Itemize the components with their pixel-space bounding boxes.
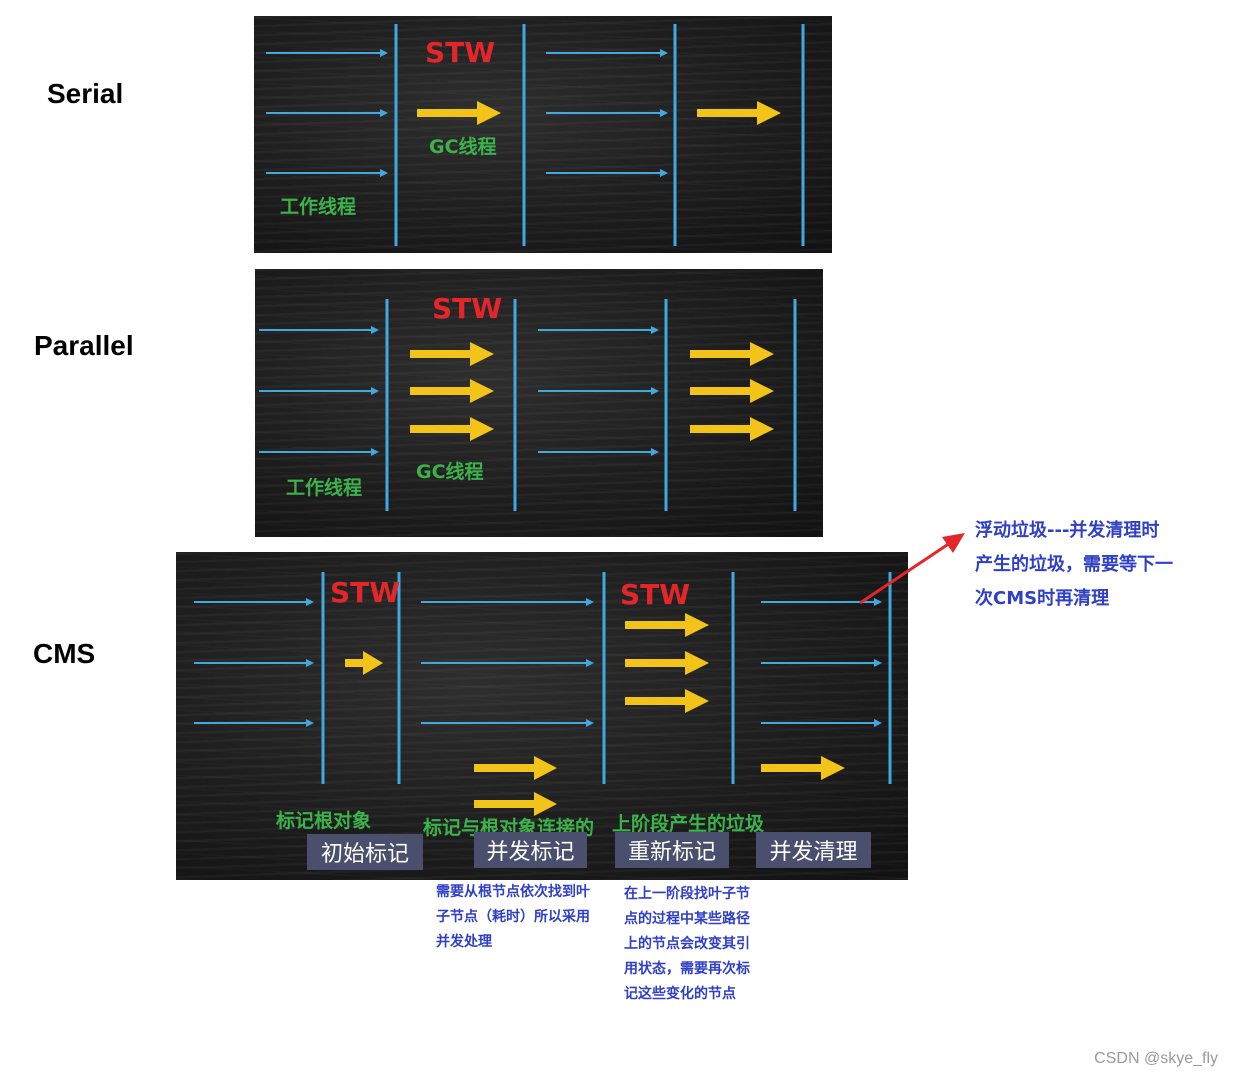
floating-garbage-note: 浮动垃圾---并发清理时 产生的垃圾，需要等下一 次CMS时再清理 bbox=[975, 520, 1173, 609]
phase-concurrent-sweep: 并发清理 bbox=[756, 832, 871, 868]
work-thread-arrow bbox=[266, 49, 388, 57]
watermark: CSDN @skye_fly bbox=[1094, 1050, 1218, 1067]
serial-diagram bbox=[266, 24, 805, 246]
serial-dividers bbox=[394, 24, 805, 246]
serial-panel: STW GC线程 工作线程 bbox=[254, 16, 832, 253]
gc-thread-arrow bbox=[761, 756, 845, 780]
parallel-panel: STW GC线程 工作线程 bbox=[255, 269, 823, 537]
work-thread-arrow bbox=[538, 448, 659, 456]
work-thread-arrow bbox=[546, 49, 668, 57]
phase-concurrent-mark: 并发标记 bbox=[474, 832, 587, 868]
work-thread-arrow bbox=[546, 109, 668, 117]
work-thread-arrow bbox=[266, 169, 388, 177]
work-thread-arrow bbox=[259, 448, 379, 456]
serial-gc-thread-label: GC线程 bbox=[429, 136, 497, 158]
work-thread-arrow bbox=[538, 326, 659, 334]
gc-thread-arrow bbox=[625, 613, 709, 637]
serial-label: Serial bbox=[47, 78, 124, 109]
cms-stw-label-remark: STW bbox=[620, 578, 691, 611]
work-thread-arrow bbox=[421, 598, 594, 606]
gc-thread-arrow bbox=[345, 651, 383, 675]
work-thread-arrow bbox=[538, 387, 659, 395]
serial-stw-label: STW bbox=[425, 36, 496, 69]
gc-thread-arrow bbox=[474, 792, 557, 816]
work-thread-arrow bbox=[194, 598, 314, 606]
parallel-gc-thread-label: GC线程 bbox=[416, 461, 484, 483]
parallel-label: Parallel bbox=[34, 330, 134, 361]
cms-panel: STW STW 标记根对象 标记与根对象连接的 上阶段产生的垃圾 初始标记 并发… bbox=[176, 552, 908, 880]
cms-label: CMS bbox=[33, 638, 96, 669]
phase-remark: 重新标记 bbox=[615, 832, 729, 868]
gc-thread-arrow bbox=[625, 651, 709, 675]
work-thread-arrow bbox=[546, 169, 668, 177]
gc-thread-arrow bbox=[474, 756, 557, 780]
phase-initial-mark: 初始标记 bbox=[307, 834, 423, 870]
work-thread-arrow bbox=[761, 719, 882, 727]
cms-diagram bbox=[194, 572, 892, 816]
work-thread-arrow bbox=[421, 719, 594, 727]
gc-thread-arrow bbox=[690, 417, 774, 441]
cms-mark-root-annotation: 标记根对象 bbox=[276, 810, 372, 832]
work-thread-arrow bbox=[421, 659, 594, 667]
parallel-stw-label: STW bbox=[432, 292, 503, 325]
cms-prev-phase-garbage-annotation: 上阶段产生的垃圾 bbox=[612, 813, 765, 835]
gc-thread-arrow bbox=[690, 379, 774, 403]
gc-thread-arrow bbox=[690, 342, 774, 366]
work-thread-arrow bbox=[259, 326, 379, 334]
work-thread-arrow bbox=[266, 109, 388, 117]
gc-thread-arrow bbox=[417, 101, 501, 125]
work-thread-arrow bbox=[194, 719, 314, 727]
parallel-work-thread-label: 工作线程 bbox=[286, 477, 363, 499]
work-thread-arrow bbox=[761, 598, 882, 606]
work-thread-arrow bbox=[194, 659, 314, 667]
parallel-diagram bbox=[259, 299, 797, 511]
concurrent-mark-note: 需要从根节点依次找到叶 子节点（耗时）所以采用 并发处理 bbox=[436, 884, 590, 950]
gc-thread-arrow bbox=[697, 101, 781, 125]
gc-thread-arrow bbox=[410, 379, 494, 403]
work-thread-arrow bbox=[259, 387, 379, 395]
serial-work-thread-label: 工作线程 bbox=[280, 196, 357, 218]
gc-thread-arrow bbox=[410, 417, 494, 441]
remark-note: 在上一阶段找叶子节 点的过程中某些路径 上的节点会改变其引 用状态，需要再次标 … bbox=[624, 886, 750, 1002]
cms-stw-label-initial-mark: STW bbox=[330, 576, 401, 609]
work-thread-arrow bbox=[761, 659, 882, 667]
gc-thread-arrow bbox=[410, 342, 494, 366]
gc-thread-arrow bbox=[625, 689, 709, 713]
